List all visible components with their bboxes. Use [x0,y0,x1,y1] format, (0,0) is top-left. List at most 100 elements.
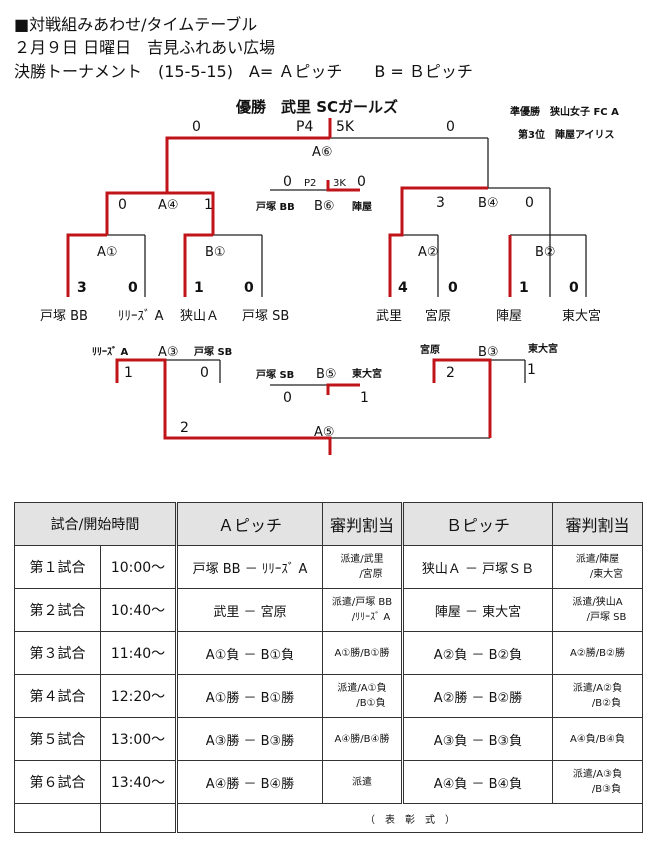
winner-paths [66,118,512,455]
a-referee: 派遣/武里/宮原 [322,545,403,589]
third-right-score: 0 [357,174,366,190]
b-pitch-match: A②勝 － B②勝 [401,674,553,718]
final-match-label: A⑥ [312,145,333,160]
b1-label: B① [205,245,226,260]
empty-cell [100,803,177,833]
team-name: 武里 [376,309,402,324]
b1-left-score: 1 [194,280,204,296]
b3-left-score: 2 [446,365,455,381]
b1-right-score: 0 [244,280,254,296]
b-pitch-match: 狭山Ａ － 戸塚ＳＢ [401,545,553,589]
b2-left-score: 1 [519,280,529,296]
a3-right-score: 0 [200,365,209,381]
a3-label: A③ [158,345,179,360]
match-number: 第３試合 [14,631,101,675]
a2-left-score: 4 [398,280,408,296]
event-date-venue: ２月９日 日曜日 吉見ふれあい広場 [14,38,276,57]
a-referee: 派遣/A①負/B①負 [322,674,403,718]
a-referee-line1: 派遣/戸塚 BB [331,597,393,608]
b-pitch-match: 陣屋 － 東大宮 [401,588,553,632]
team-name: 戸塚 SB [242,309,289,324]
b2-right-score: 0 [569,280,579,296]
final-left-score: 0 [192,119,201,135]
tournament-info: 決勝トーナメント (15-5-15) A= Ａピッチ B = Ｂピッチ [14,62,473,81]
schedule-table: 試合/開始時間 Ａピッチ 審判割当 Ｂピッチ 審判割当 第１試合 10:00～ … [14,502,643,833]
b-referee: A②勝/B②勝 [552,631,643,675]
runner-up-label: 準優勝 狭山女子 FC A [510,105,619,118]
a-referee-line1: A④勝/B④勝 [334,733,390,745]
match-number: 第１試合 [14,545,101,589]
team-name: 陣屋 [496,309,522,324]
a-referee-line1: 派遣/武里 [340,554,384,565]
b3-left-team: 宮原 [420,343,440,356]
a-pitch-match: A①負 － B①負 [175,631,323,675]
b-referee: 派遣/A③負/B③負 [552,760,643,804]
semi-left-label: A④ [158,198,179,213]
match-number: 第２試合 [14,588,101,632]
match-number: 第５試合 [14,717,101,761]
third-right-pk: 3K [333,178,346,189]
a-pitch-match: A③勝 － B③勝 [175,717,323,761]
a-referee-line2: /宮原 [359,569,383,580]
page-title: ■対戦組みあわせ/タイムテーブル [14,15,258,34]
a-referee-line1: 派遣/A①負 [337,683,387,694]
a-referee-line2: /ﾘﾘｰｽﾞ A [351,612,391,623]
a-referee-line1: 派遣 [352,776,372,788]
header-b-referee: 審判割当 [552,502,643,546]
b3-label: B③ [478,345,499,360]
table-row: 第２試合 10:40～ 武里 － 宮原 派遣/戸塚 BB/ﾘﾘｰｽﾞ A 陣屋 … [14,588,643,632]
b5-label: B⑤ [316,367,337,382]
a-pitch-match: 戸塚 BB － ﾘﾘｰｽﾞ A [175,545,323,589]
b-referee: 派遣/A②負/B②負 [552,674,643,718]
a-referee: A④勝/B④勝 [322,717,403,761]
start-time: 13:40～ [100,760,177,804]
team-name: 東大宮 [562,308,601,324]
b5-left-score: 0 [283,390,292,406]
a1-left-score: 3 [77,280,87,296]
b-referee-line2: /B③負 [591,784,622,795]
b-referee-line1: 派遣/狭山A [572,597,623,608]
table-row: 第４試合 12:20～ A①勝 － B①勝 派遣/A①負/B①負 A②勝 － B… [14,674,643,718]
a-referee: 派遣/戸塚 BB/ﾘﾘｰｽﾞ A [322,588,403,632]
b5-left-team: 戸塚 SB [256,368,294,381]
final-pk: P4 [296,119,313,135]
a3-left-team: ﾘﾘｰｽﾞ A [92,345,128,358]
b-referee-line2: /B②負 [591,698,622,709]
start-time: 11:40～ [100,631,177,675]
b-referee: 派遣/陣屋/東大宮 [552,545,643,589]
a3-right-team: 戸塚 SB [194,345,232,358]
b-referee: A④負/B④負 [552,717,643,761]
b-referee-line2: /東大宮 [589,569,624,580]
third-match-label: B⑥ [314,199,335,214]
tournament-bracket: 優勝 武里 SCガールズ 準優勝 狭山女子 FC A 第3位 陣屋アイリス [40,98,619,455]
a-referee-line1: A①勝/B①勝 [334,647,390,659]
empty-cell [14,803,101,833]
table-row: 第６試合 13:40～ A④勝 － B④勝 派遣 A④負 － B④負 派遣/A③… [14,760,643,804]
a-referee: 派遣 [322,760,403,804]
bracket-lines [107,137,587,439]
a-referee: A①勝/B①勝 [322,631,403,675]
table-row: 第３試合 11:40～ A①負 － B①負 A①勝/B①勝 A②負 － B②負 … [14,631,643,675]
start-time: 10:40～ [100,588,177,632]
a5-left-score: 2 [180,420,189,436]
a-pitch-match: A④勝 － B④勝 [175,760,323,804]
header-match-time: 試合/開始時間 [14,502,177,546]
table-row: 第１試合 10:00～ 戸塚 BB － ﾘﾘｰｽﾞ A 派遣/武里/宮原 狭山Ａ… [14,545,643,589]
champion-label: 優勝 武里 SCガールズ [235,98,398,116]
b-referee-line1: A④負/B④負 [570,733,625,745]
b-referee-line1: 派遣/A②負 [572,683,623,694]
start-time: 10:00～ [100,545,177,589]
b-pitch-match: A③負 － B③負 [401,717,553,761]
b5-right-score: 1 [360,390,369,406]
third-left-team: 戸塚 BB [256,200,295,213]
a3-left-score: 1 [124,365,133,381]
b2-label: B② [535,245,556,260]
b3-right-score: 1 [527,362,536,378]
award-ceremony: （ 表 彰 式 ） [175,803,643,833]
b-referee-line1: 派遣/陣屋 [575,554,620,565]
b5-right-team: 東大宮 [352,367,382,380]
semi-right-label: B④ [478,196,499,211]
schedule-header-row: 試合/開始時間 Ａピッチ 審判割当 Ｂピッチ 審判割当 [14,502,643,546]
final-right-pk: 5K [336,119,355,135]
b-referee: 派遣/狭山A/戸塚 SB [552,588,643,632]
